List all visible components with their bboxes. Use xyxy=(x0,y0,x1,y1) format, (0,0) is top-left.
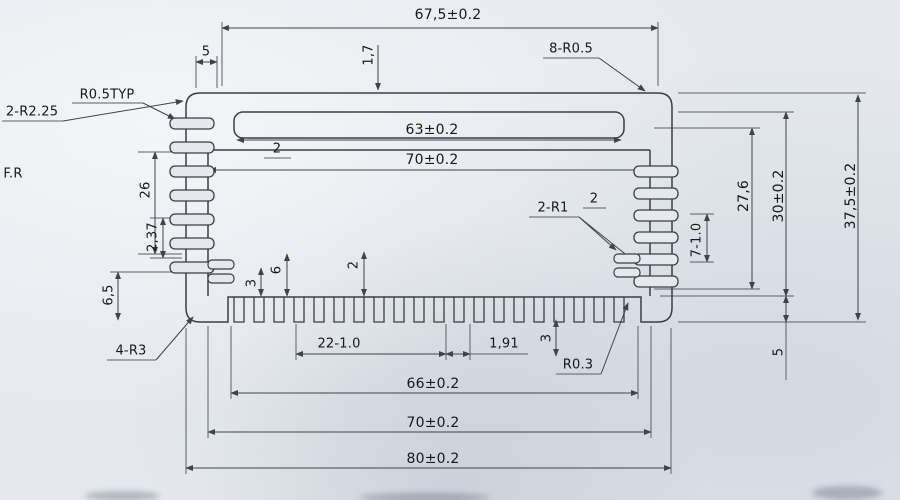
dim-teeth-22-label: 22-1.0 xyxy=(317,336,361,352)
scan-artifact xyxy=(812,486,882,500)
dimension-lines xyxy=(114,24,862,472)
dim-70-bottom-label: 70±0.2 xyxy=(406,415,460,431)
dim-2-mid-label: 2 xyxy=(346,260,362,270)
outer-body xyxy=(185,92,673,323)
dim-top-wall-label: 1,7 xyxy=(361,44,377,66)
dim-6-5-label: 6,5 xyxy=(101,284,117,306)
dim-6-label: 6 xyxy=(269,265,285,275)
dim-80-label: 80±0.2 xyxy=(406,451,460,467)
dim-30-label: 30±0.2 xyxy=(771,169,787,223)
inner-bosses xyxy=(207,253,641,284)
dim-7-10-label: 7-1.0 xyxy=(689,222,705,258)
dim-5-right-label: 5 xyxy=(771,347,787,357)
dim-3-left-label: 3 xyxy=(244,278,260,288)
dim-2-37-label: 2,37 xyxy=(145,222,161,252)
scan-artifact xyxy=(85,491,160,500)
scan-artifact xyxy=(360,493,490,500)
dim-27-6-label: 27,6 xyxy=(736,180,752,212)
finish-fr-label: F.R xyxy=(3,166,23,182)
dim-top-left-5-label: 5 xyxy=(201,44,211,60)
dim-37-5-label: 37,5±0.2 xyxy=(843,162,859,230)
right-fins xyxy=(633,165,679,288)
bottom-teeth xyxy=(233,297,625,323)
top-slot xyxy=(233,111,625,139)
dim-3-right-label: 3 xyxy=(539,333,555,343)
dim-1-91-label: 1,91 xyxy=(489,336,519,352)
radius-r03-label: R0.3 xyxy=(562,357,594,373)
dim-inner-70-label: 70±0.2 xyxy=(405,152,459,168)
radius-r05typ-label: R0.5TYP xyxy=(79,87,135,103)
dim-top-width-label: 67,5±0.2 xyxy=(414,7,482,23)
leader-lines xyxy=(62,57,646,375)
dim-web-2-right-label: 2 xyxy=(589,191,599,207)
dim-slot-63-label: 63±0.2 xyxy=(405,122,459,138)
dim-66-label: 66±0.2 xyxy=(406,376,460,392)
radius-2r225-label: 2-R2.25 xyxy=(5,104,59,120)
radius-4r3-label: 4-R3 xyxy=(115,343,147,359)
radius-8r05-label: 8-R0.5 xyxy=(549,41,593,57)
left-fins xyxy=(169,117,215,274)
dim-web-2-left-label: 2 xyxy=(272,141,282,157)
dim-26-label: 26 xyxy=(138,181,154,199)
profile-outline xyxy=(185,92,673,323)
radius-2r1-label: 2-R1 xyxy=(537,200,569,216)
